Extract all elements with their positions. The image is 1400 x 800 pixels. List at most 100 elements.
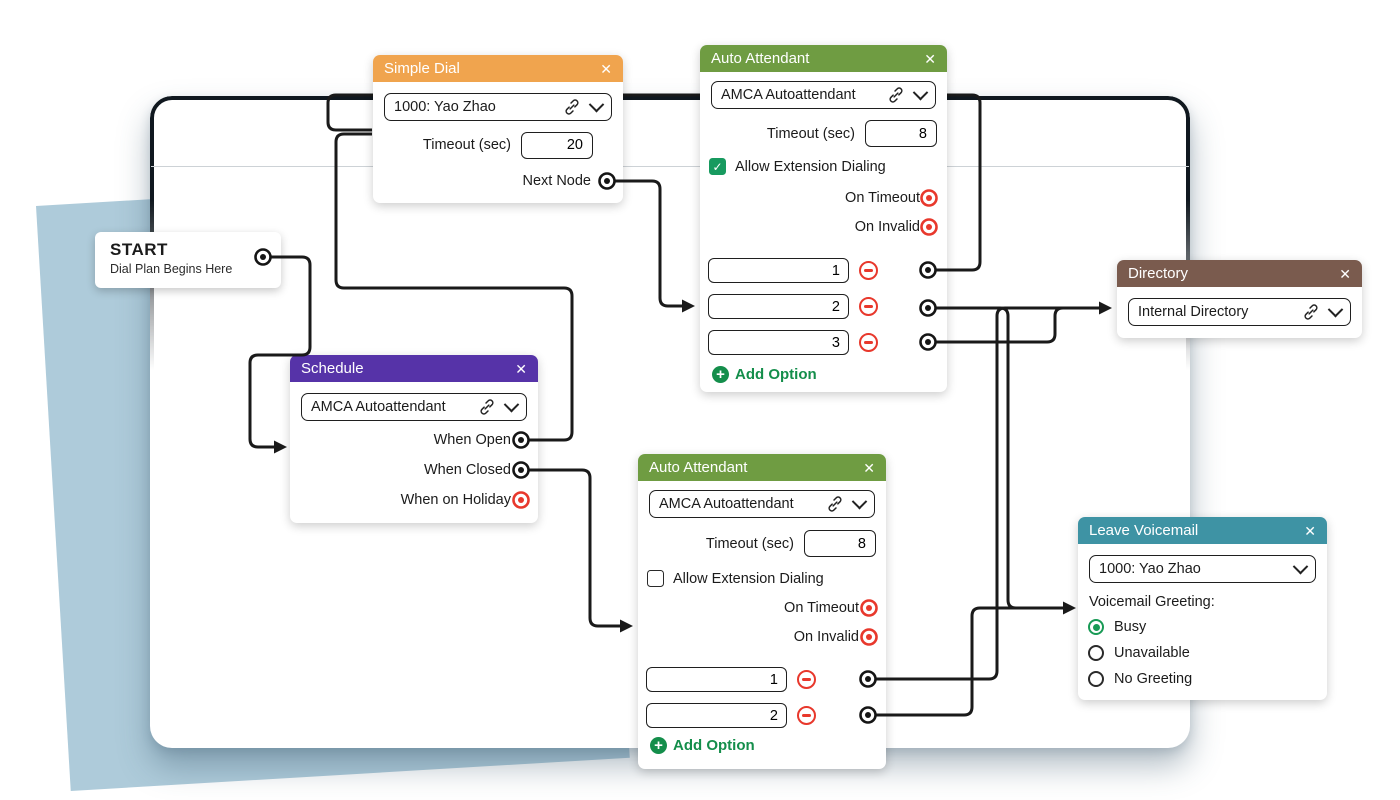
extension-dialing-row: Allow Extension Dialing [647,570,824,587]
option-digit-input[interactable] [646,667,787,692]
allow-extension-checkbox[interactable] [647,570,664,587]
allow-extension-label: Allow Extension Dialing [735,158,886,175]
radio-unavailable-label: Unavailable [1114,645,1190,661]
on-invalid-row: On Invalid [855,218,920,236]
close-icon[interactable]: ✕ [924,50,936,67]
timeout-label: Timeout (sec) [422,137,511,153]
on-invalid-row: On Invalid [794,628,859,646]
option-row [646,667,816,692]
on-invalid-label: On Invalid [793,629,859,645]
remove-option-icon[interactable] [859,333,878,352]
auto-attendant-title: Auto Attendant [711,50,810,67]
chevron-down-icon [851,493,868,509]
remove-option-icon[interactable] [859,261,878,280]
option-row [708,258,878,283]
select-value: AMCA Autoattendant [659,496,794,512]
select-value: AMCA Autoattendant [311,399,446,415]
directory-select[interactable]: Internal Directory [1128,298,1351,326]
directory-header[interactable]: Directory ✕ [1117,260,1362,287]
chevron-down-icon [912,84,929,100]
allow-extension-checkbox[interactable] [709,158,726,175]
timeout-row: Timeout (sec) [706,530,876,557]
timeout-label: Timeout (sec) [766,125,855,142]
chevron-down-icon [1327,301,1344,317]
schedule-node[interactable]: Schedule ✕ AMCA Autoattendant When Open … [290,355,538,523]
attendant-select[interactable]: AMCA Autoattendant [711,81,936,109]
close-icon[interactable]: ✕ [1304,522,1316,539]
link-icon [565,99,579,115]
plus-icon: + [650,737,667,754]
on-timeout-label: On Timeout [845,190,920,206]
radio-unavailable[interactable] [1088,645,1104,661]
timeout-input[interactable] [521,131,593,159]
option-digit-input[interactable] [708,258,849,283]
radio-busy-label: Busy [1114,619,1147,635]
link-icon [1304,304,1318,320]
option-digit-input[interactable] [708,330,849,355]
option-row [646,703,816,728]
chevron-down-icon [1292,558,1309,574]
voicemail-box-select[interactable]: 1000: Yao Zhao [1089,555,1316,583]
next-node-label: Next Node [522,173,591,189]
on-timeout-row: On Timeout [845,189,920,207]
select-value: 1000: Yao Zhao [1099,561,1201,577]
timeout-row: Timeout (sec) [767,120,937,147]
close-icon[interactable]: ✕ [515,360,527,377]
remove-option-icon[interactable] [797,706,816,725]
simple-dial-extension-select[interactable]: 1000: Yao Zhao [384,93,612,121]
greeting-option-unavailable[interactable]: Unavailable [1088,645,1190,661]
auto-attendant-title: Auto Attendant [649,459,748,476]
greeting-option-busy[interactable]: Busy [1088,619,1146,635]
allow-extension-label: Allow Extension Dialing [673,570,824,587]
radio-no-greeting-label: No Greeting [1114,671,1193,687]
auto-attendant-closed-header[interactable]: Auto Attendant ✕ [638,454,886,481]
timeout-input[interactable] [865,120,937,147]
when-holiday-label: When on Holiday [400,492,511,508]
add-option-button[interactable]: + Add Option [650,737,755,754]
option-row [708,330,878,355]
when-open-label: When Open [433,432,511,448]
option-digit-input[interactable] [646,703,787,728]
timeout-row: Timeout (sec) [423,131,593,159]
on-timeout-row: On Timeout [784,599,859,617]
timeout-input[interactable] [804,530,876,557]
schedule-select[interactable]: AMCA Autoattendant [301,393,527,421]
canvas-divider-line [151,166,1189,167]
simple-dial-header[interactable]: Simple Dial ✕ [373,55,623,82]
simple-dial-node[interactable]: Simple Dial ✕ 1000: Yao Zhao Timeout (se… [373,55,623,203]
when-closed-row: When Closed [424,461,511,479]
attendant-select[interactable]: AMCA Autoattendant [649,490,875,518]
greeting-label: Voicemail Greeting: [1089,594,1215,610]
auto-attendant-open-header[interactable]: Auto Attendant ✕ [700,45,947,72]
link-icon [828,496,842,512]
add-option-button[interactable]: + Add Option [712,366,817,383]
when-closed-label: When Closed [423,462,511,478]
chevron-down-icon [588,96,605,112]
simple-dial-title: Simple Dial [384,60,460,77]
auto-attendant-closed-node[interactable]: Auto Attendant ✕ AMCA Autoattendant Time… [638,454,886,769]
start-node[interactable]: START Dial Plan Begins Here [95,232,281,288]
remove-option-icon[interactable] [797,670,816,689]
schedule-header[interactable]: Schedule ✕ [290,355,538,382]
remove-option-icon[interactable] [859,297,878,316]
plus-icon: + [712,366,729,383]
start-subtitle: Dial Plan Begins Here [110,262,233,276]
close-icon[interactable]: ✕ [1339,265,1351,282]
link-icon [480,399,494,415]
close-icon[interactable]: ✕ [600,60,612,77]
timeout-label: Timeout (sec) [705,535,794,552]
radio-no-greeting[interactable] [1088,671,1104,687]
greeting-option-no-greeting[interactable]: No Greeting [1088,671,1192,687]
on-invalid-label: On Invalid [854,219,920,235]
radio-busy[interactable] [1088,619,1104,635]
select-value: AMCA Autoattendant [721,87,856,103]
directory-node[interactable]: Directory ✕ Internal Directory [1117,260,1362,338]
leave-voicemail-header[interactable]: Leave Voicemail ✕ [1078,517,1327,544]
option-digit-input[interactable] [708,294,849,319]
option-row [708,294,878,319]
schedule-title: Schedule [301,360,364,377]
close-icon[interactable]: ✕ [863,459,875,476]
auto-attendant-open-node[interactable]: Auto Attendant ✕ AMCA Autoattendant Time… [700,45,947,392]
leave-voicemail-node[interactable]: Leave Voicemail ✕ 1000: Yao Zhao Voicema… [1078,517,1327,700]
chevron-down-icon [503,396,520,412]
